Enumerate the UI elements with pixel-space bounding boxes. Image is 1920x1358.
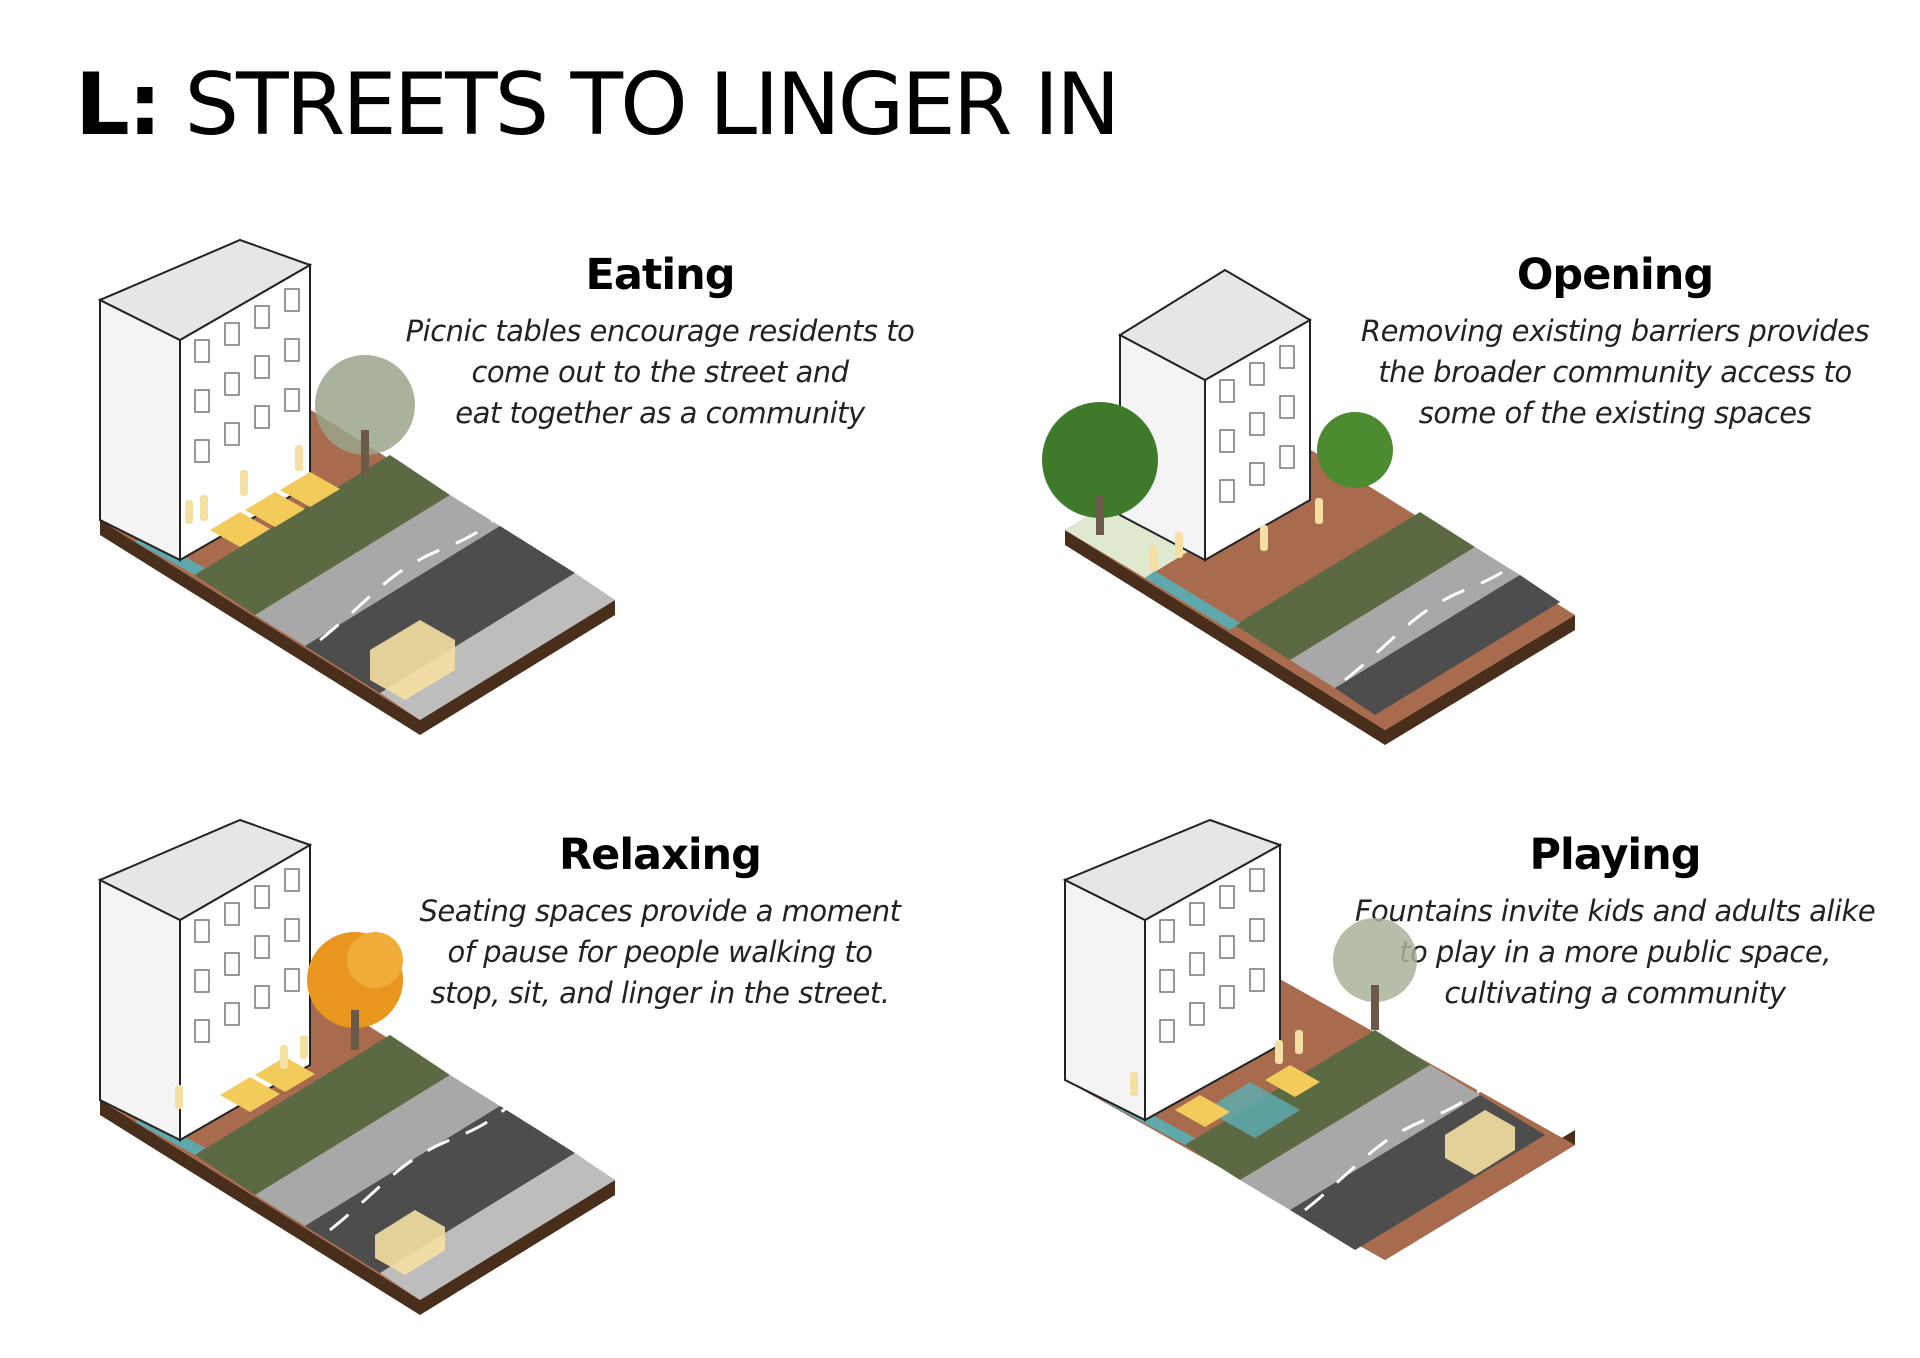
panel-playing-text: Playing Fountains invite kids and adults… [1335,830,1895,1014]
opening-street-illustration [1042,268,1575,745]
sidewalk [255,495,500,646]
caption-line: Seating spaces provide a moment [419,894,901,929]
building-front [99,878,181,1142]
far-sidewalk [380,573,615,720]
building-roof [97,818,313,922]
windows [194,868,300,1043]
caption-line: eat together as a community [455,396,865,431]
page-title: L: STREETS TO LINGER IN [75,62,1120,148]
car [375,1210,445,1275]
caption-line: Removing existing barriers provides [1360,314,1870,349]
planting-strip [1185,1030,1430,1180]
road [1335,575,1560,715]
panel-eating-text: Eating Picnic tables encourage residents… [380,250,940,434]
water-channel [1145,571,1240,630]
building-roof [1117,268,1312,382]
windows [1159,868,1265,1043]
large-tree [1042,402,1158,518]
people-figures [185,445,303,524]
road [305,1106,575,1273]
caption-line: Picnic tables encourage residents to [405,314,915,349]
far-sidewalk [380,1153,615,1300]
street-tree [315,355,415,455]
picnic-tables [210,472,340,547]
seating [220,1057,315,1112]
caption-line: cultivating a community [1444,976,1786,1011]
panel-caption: Picnic tables encourage residents to com… [380,311,940,434]
caption-line: come out to the street and [471,355,849,390]
caption-line: the broader community access to [1378,355,1852,390]
playing-street-illustration [1062,818,1575,1260]
lane-marking [329,1088,531,1232]
panel-caption: Seating spaces provide a moment of pause… [380,891,940,1014]
planting-strip [195,455,450,615]
sidewalk [1240,1065,1480,1210]
fountain-pool [1205,1082,1300,1138]
caption-line: Fountains invite kids and adults alike [1354,894,1876,929]
people-figures [1150,498,1323,571]
eating-street-illustration [97,238,615,735]
panel-opening-text: Opening Removing existing barriers provi… [1335,250,1895,434]
play-elements [1175,1065,1320,1127]
tree-trunk [351,1010,359,1050]
panel-caption: Fountains invite kids and adults alike t… [1335,891,1895,1014]
windows [194,288,300,463]
title-prefix: L: [75,55,162,155]
people-figures [1130,1030,1303,1096]
caption-line: stop, sit, and linger in the street. [430,976,890,1011]
panel-heading: Eating [585,250,735,300]
sidewalk [255,1075,500,1226]
soil-base [100,520,615,735]
caption-line: of pause for people walking to [447,935,873,970]
tree-trunk [361,430,369,475]
title-text: STREETS TO LINGER IN [184,55,1121,155]
caption-line: to play in a more public space, [1399,935,1831,970]
planting-strip [195,1035,450,1195]
autumn-tree-highlight [347,932,403,988]
building-roof [1062,818,1283,922]
panel-relaxing-text: Relaxing Seating spaces provide a moment… [380,830,940,1014]
car [1445,1110,1515,1175]
tree-trunk [1371,985,1379,1030]
panel-caption: Removing existing barriers provides the … [1335,311,1895,434]
tree-trunk [1096,495,1104,535]
planting-strip [1235,512,1475,660]
panel-heading: Relaxing [559,830,762,880]
panel-heading: Opening [1516,250,1714,300]
sidewalk [1290,547,1520,688]
soil-base [1065,530,1575,745]
caption-line: some of the existing spaces [1418,396,1812,431]
people-figures [175,1035,308,1109]
building-roof [97,238,313,342]
lane-marking [1304,1073,1506,1212]
street-tree [1333,918,1417,1002]
panel-heading: Playing [1529,830,1701,880]
windows [1219,345,1295,503]
car [370,620,455,700]
lane-marking [1344,543,1546,682]
building-front [99,298,181,562]
lane-marking [319,498,521,642]
soil-base [100,1100,615,1315]
relaxing-street-illustration [97,818,615,1315]
street-tree [1317,412,1393,488]
